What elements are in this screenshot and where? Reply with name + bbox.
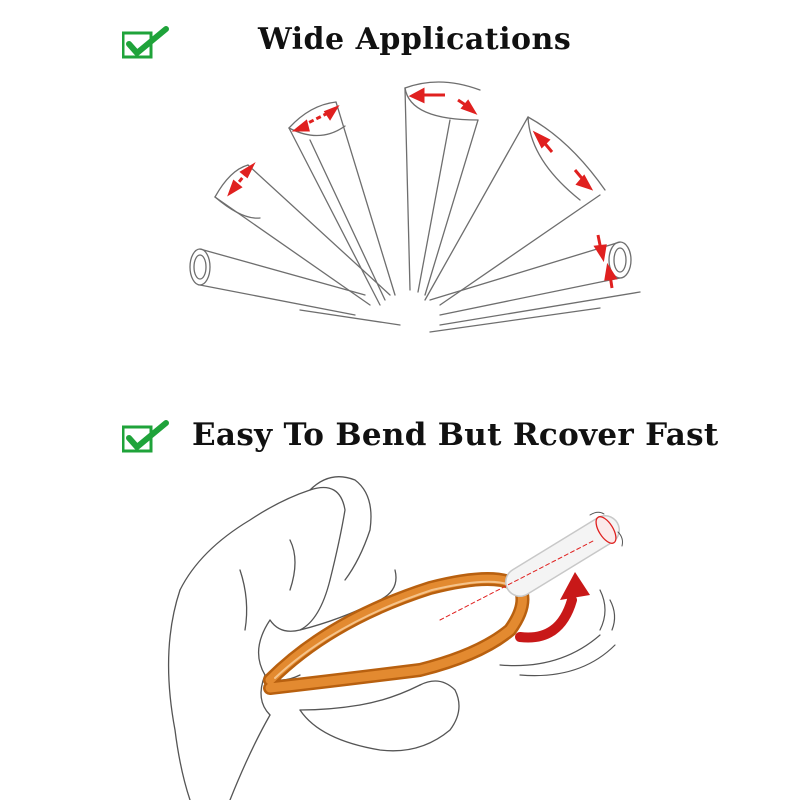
bend-arrows bbox=[227, 87, 618, 289]
hand-bending-tube-illustration bbox=[167, 476, 623, 800]
tube-angled-4 bbox=[424, 116, 606, 306]
tube-angled-1 bbox=[214, 164, 391, 306]
arrow-icon bbox=[532, 130, 594, 191]
orange-tube bbox=[263, 572, 530, 695]
straight-tube bbox=[439, 511, 623, 621]
tube-angled-2 bbox=[288, 101, 396, 306]
checkmark-icon bbox=[122, 420, 169, 453]
curved-arrow-icon bbox=[515, 572, 590, 643]
tube-fan-illustration bbox=[189, 81, 641, 333]
section-title: Easy To Bend But Rcover Fast bbox=[192, 417, 719, 453]
tube-right-horizontal bbox=[429, 241, 632, 316]
checkmark-icon bbox=[122, 26, 169, 59]
arrow-icon bbox=[408, 87, 478, 115]
page-title: Wide Applications bbox=[258, 22, 572, 57]
arrow-icon bbox=[291, 104, 340, 132]
arrow-icon bbox=[227, 162, 256, 197]
motion-lines bbox=[499, 589, 616, 677]
tube-angled-3 bbox=[404, 81, 481, 296]
easy-bend-section: Easy To Bend But Rcover Fast bbox=[0, 400, 800, 800]
wide-applications-section: Wide Applications bbox=[122, 22, 641, 333]
arrow-icon bbox=[593, 234, 618, 289]
tube-left-horizontal bbox=[189, 248, 366, 316]
